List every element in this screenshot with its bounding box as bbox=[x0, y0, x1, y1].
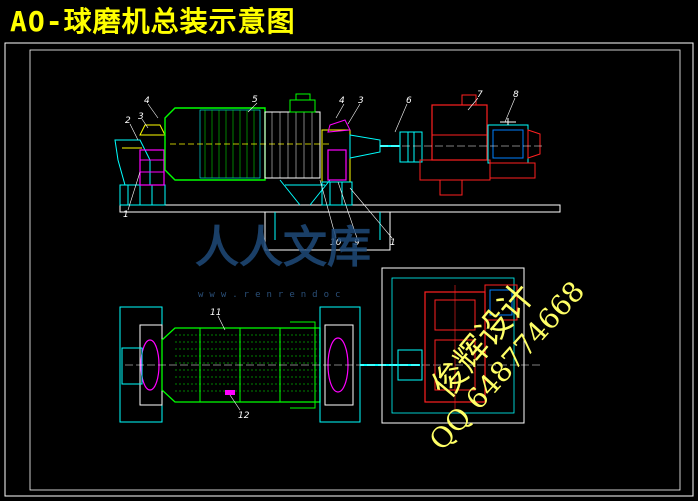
plan-motor bbox=[484, 284, 518, 321]
discharge-housing bbox=[264, 93, 321, 179]
part-label: 12 bbox=[238, 411, 250, 421]
watermark-site-name: 人人文库 bbox=[195, 222, 371, 273]
part-label: 11 bbox=[210, 308, 221, 318]
leader-lines bbox=[127, 97, 516, 411]
support-frame bbox=[279, 179, 331, 206]
part-label: 6 bbox=[406, 96, 412, 106]
drawing-frame bbox=[4, 42, 694, 497]
gear-reducer bbox=[419, 94, 491, 196]
part-label: 4 bbox=[339, 96, 345, 106]
part-label: 1 bbox=[390, 238, 396, 248]
foundation-pit bbox=[264, 212, 391, 251]
drawing-title: AO-球磨机总装示意图 bbox=[10, 5, 296, 38]
part-label: 5 bbox=[252, 95, 258, 105]
elevation-view bbox=[114, 93, 561, 251]
plan-reducer bbox=[424, 285, 486, 410]
drawing-inner-frame bbox=[29, 49, 681, 491]
part-label: 8 bbox=[513, 90, 519, 100]
right-bearing bbox=[321, 119, 353, 206]
part-label: 3 bbox=[358, 96, 364, 106]
left-bearing bbox=[139, 124, 166, 186]
drive-motor bbox=[487, 118, 541, 179]
drive-shaft bbox=[349, 131, 423, 163]
part-label: 10 bbox=[330, 238, 342, 248]
part-label: 1 bbox=[123, 210, 129, 220]
part-label: 4 bbox=[144, 96, 150, 106]
mill-cylinder bbox=[164, 107, 330, 181]
part-label: 7 bbox=[477, 90, 483, 100]
foundation bbox=[119, 204, 561, 213]
part-label: 2 bbox=[125, 116, 131, 126]
watermark-site-url: www.renrendoc bbox=[198, 290, 346, 300]
part-label: 3 bbox=[138, 112, 144, 122]
left-pedestal bbox=[119, 184, 166, 206]
feed-chute bbox=[114, 139, 151, 186]
plan-drive-frame bbox=[381, 267, 525, 424]
plan-view bbox=[119, 267, 540, 424]
part-label: 9 bbox=[354, 238, 360, 248]
